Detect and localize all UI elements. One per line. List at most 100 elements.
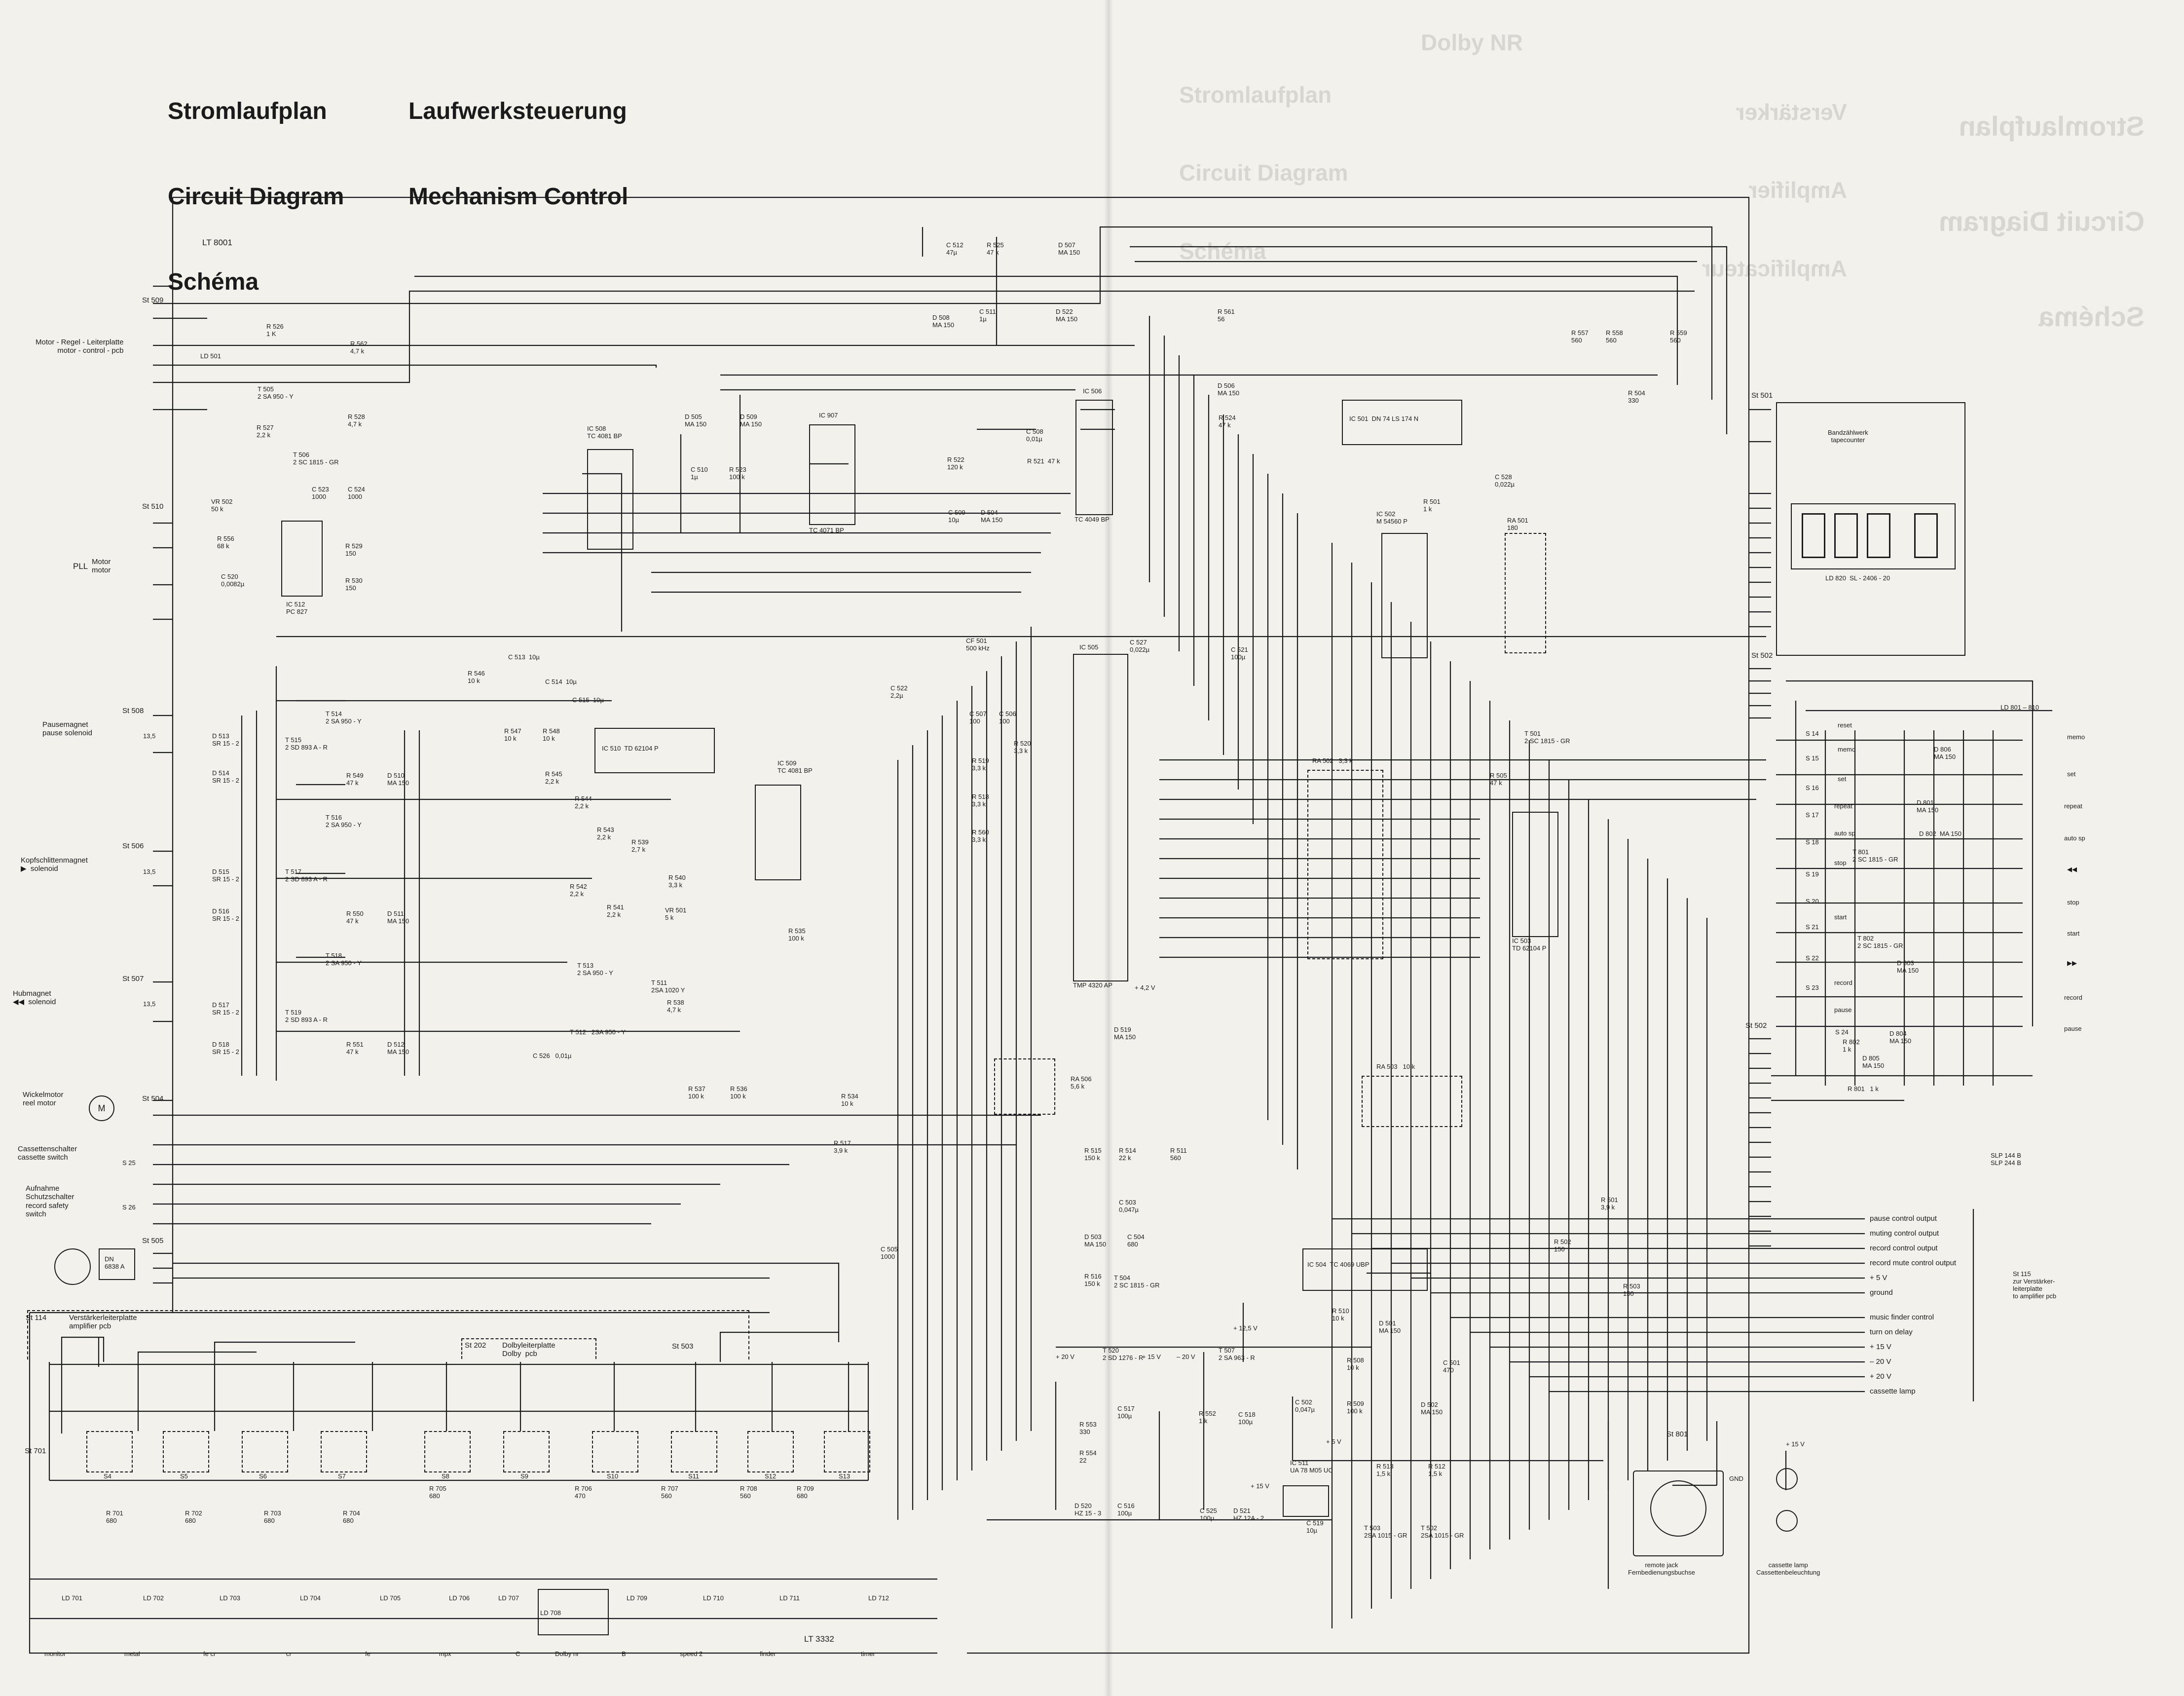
switch-s13[interactable] [824, 1431, 870, 1472]
led-ld712: LD 712 [868, 1594, 889, 1602]
resistor-r708: R 708 560 [740, 1485, 757, 1500]
label-pause-solenoid: Pausemagnet pause solenoid [42, 720, 92, 738]
r517: R 517 3,9 k [834, 1139, 851, 1154]
r515: R 515 150 k [1084, 1147, 1102, 1162]
r504: R 504 330 [1628, 389, 1645, 404]
r551: R 551 47 k [346, 1041, 364, 1055]
switch-s11[interactable] [671, 1431, 717, 1472]
label-pll: PLL [73, 562, 88, 571]
switch-label-pause: pause [1834, 1006, 1852, 1014]
ic511 [1283, 1485, 1329, 1517]
page-subtitle: Laufwerksteuerung Mechanism Control [408, 40, 628, 239]
d504: D 504 MA 150 [981, 509, 1003, 524]
r552: R 552 1 k [1199, 1410, 1216, 1425]
v42: + 4,2 V [1135, 984, 1155, 991]
output-cassette-lamp: cassette lamp [1870, 1387, 1916, 1395]
remote-jack-icon[interactable] [1650, 1480, 1706, 1537]
c507: C 507 100 [969, 710, 987, 725]
switch-s4[interactable] [86, 1431, 133, 1472]
c501: C 501 470 [1443, 1359, 1460, 1374]
output-list-2: music finder control turn on delay + 15 … [1870, 1310, 1934, 1399]
c511: C 511 1µ [979, 308, 996, 323]
r801: R 801 1 k [1848, 1085, 1879, 1093]
d509: D 509 MA 150 [740, 413, 762, 428]
ic508 [587, 449, 633, 550]
d805: D 805 MA 150 [1862, 1055, 1885, 1069]
ic506-type: TC 4049 BP [1074, 516, 1110, 523]
r516: R 516 150 k [1084, 1273, 1102, 1287]
d521: D 521 HZ 12A - 2 [1233, 1507, 1264, 1522]
s26: S 26 [122, 1204, 136, 1211]
r502: R 502 150 [1554, 1238, 1571, 1253]
resistor-r706: R 706 470 [575, 1485, 592, 1500]
digit-3 [1867, 513, 1890, 558]
ic503-label: IC 503 TD 62104 P [1512, 937, 1547, 952]
s18: S 18 [1806, 838, 1819, 846]
ic502-label: IC 502 M 54560 P [1376, 510, 1407, 525]
resistor-r704: R 704 680 [343, 1509, 360, 1524]
ic505 [1073, 654, 1128, 981]
led-label-record: record [2064, 994, 2082, 1001]
switch-label-stop: stop [1834, 859, 1847, 867]
switch-label-record: record [1834, 979, 1852, 986]
p15v: + 15 V [1142, 1353, 1161, 1360]
r540: R 540 3,3 k [668, 874, 686, 889]
output-list-1: pause control output muting control outp… [1870, 1211, 1956, 1300]
r560: R 560 3,3 k [972, 829, 989, 843]
bottom-label-finder: finder [760, 1650, 776, 1658]
switch-s5[interactable] [163, 1431, 209, 1472]
subtitle-line-en: Mechanism Control [408, 183, 629, 210]
r521: R 521 47 k [1027, 457, 1060, 465]
switch-s8[interactable] [424, 1431, 471, 1472]
tapecounter-display[interactable] [1791, 503, 1956, 569]
title-line-de: Stromlaufplan [168, 98, 327, 125]
led-ld711: LD 711 [779, 1594, 800, 1602]
d503: D 503 MA 150 [1084, 1233, 1107, 1248]
d522: D 522 MA 150 [1056, 308, 1078, 323]
ic508-label: IC 508 TC 4081 BP [587, 425, 622, 440]
t519: T 519 2 SD 893 A - R [285, 1009, 328, 1023]
d513: D 513 SR 15 - 2 [212, 732, 239, 747]
connector-st509: St 509 [142, 296, 164, 304]
ghost-line: Circuit Diagram [1179, 160, 1348, 186]
switch-name-s11: S11 [688, 1472, 700, 1480]
connector-st202: St 202 [465, 1341, 486, 1350]
slp-label: SLP 144 B SLP 244 B [1991, 1152, 2021, 1167]
led-ld709: LD 709 [627, 1594, 647, 1602]
r511: R 511 560 [1170, 1147, 1187, 1162]
output-turn-on-delay: turn on delay [1870, 1328, 1913, 1336]
bottom-label-monitor: monitor [44, 1650, 66, 1658]
t512: T 512 2SA 950 - Y [570, 1028, 626, 1036]
m20v: – 20 V [1177, 1353, 1195, 1360]
switch-name-s7: S7 [338, 1472, 346, 1480]
switch-s6[interactable] [242, 1431, 288, 1472]
c514: C 514 10µ [545, 678, 577, 685]
ld801-label: LD 801 – 810 [2000, 704, 2039, 711]
ra502-label: RA 502 3,3 k [1312, 757, 1353, 764]
ic509-label: IC 509 TC 4081 BP [777, 759, 813, 774]
c526: C 526 0,01µ [533, 1052, 572, 1059]
output-music-finder: music finder control [1870, 1313, 1934, 1321]
s17: S 17 [1806, 811, 1819, 819]
gnd-label: GND [1729, 1475, 1743, 1482]
switch-label-memo: memo [1838, 746, 1856, 753]
bottom-label-mpx: mpx [439, 1650, 451, 1658]
switch-s9[interactable] [503, 1431, 550, 1472]
digit-1 [1802, 513, 1825, 558]
switch-name-s9: S9 [520, 1472, 528, 1480]
ra506 [994, 1058, 1055, 1115]
led-label-auto-sp: auto sp [2064, 834, 2085, 842]
switch-s7[interactable] [321, 1431, 367, 1472]
p15v3-label: + 15 V [1786, 1440, 1805, 1448]
led-label-memo: memo [2067, 733, 2085, 741]
ic907 [809, 424, 855, 525]
switch-s10[interactable] [592, 1431, 638, 1472]
d515: D 515 SR 15 - 2 [212, 868, 239, 883]
c524: C 524 1000 [348, 486, 365, 500]
switch-s12[interactable] [747, 1431, 794, 1472]
r529: R 529 150 [345, 542, 363, 557]
output-record-mute: record mute control output [1870, 1259, 1957, 1267]
cassette-lamp-icon [1776, 1468, 1798, 1490]
c523: C 523 1000 [312, 486, 329, 500]
page-fold [1104, 0, 1113, 1696]
